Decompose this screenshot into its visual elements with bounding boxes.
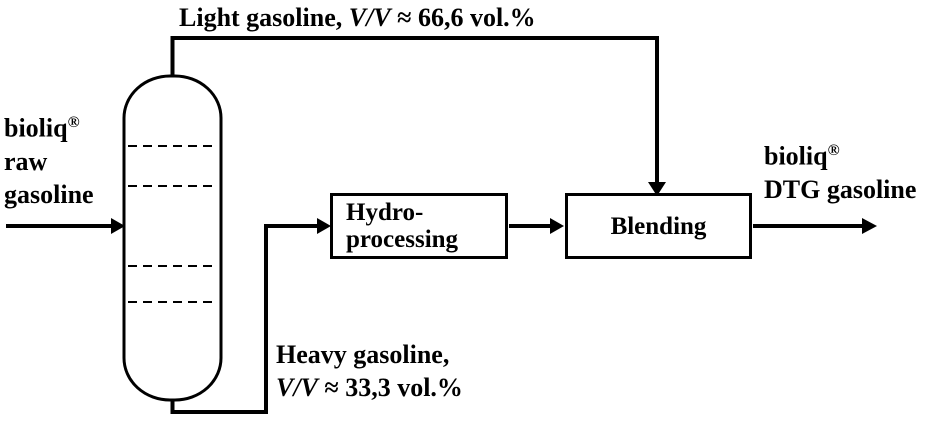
product-name-line: bioliq® xyxy=(764,134,916,173)
registered-trademark-icon: ® xyxy=(827,142,840,159)
light-gasoline-pipe xyxy=(170,36,659,186)
hydroprocessing-box: Hydro- processing xyxy=(330,193,508,259)
heavy-gasoline-label: Heavy gasoline, V/V ≈ 33,3 vol.% xyxy=(276,338,463,404)
heavy-gasoline-line2: V/V ≈ 33,3 vol.% xyxy=(276,371,463,404)
heavy-gasoline-vv-ratio: V/V xyxy=(276,373,318,402)
product-name: bioliq xyxy=(764,141,828,171)
blending-box: Blending xyxy=(565,193,752,259)
light-gasoline-label: Light gasoline, V/V ≈ 66,6 vol.% xyxy=(179,1,536,34)
product-line2: DTG gasoline xyxy=(764,174,917,204)
product-label: bioliq® DTG gasoline xyxy=(764,134,916,206)
distillation-column xyxy=(122,74,223,402)
registered-trademark-icon: ® xyxy=(67,114,80,131)
heavy-gasoline-line1: Heavy gasoline, xyxy=(276,340,450,369)
feed-label: bioliq® raw gasoline xyxy=(4,106,94,211)
light-gasoline-value: ≈ 66,6 vol.% xyxy=(390,3,536,32)
heavy-gasoline-value: ≈ 33,3 vol.% xyxy=(317,373,463,402)
light-gasoline-vv-ratio: V/V xyxy=(348,3,391,32)
feed-line3: gasoline xyxy=(4,179,94,209)
arrowhead-into-blending-left-icon xyxy=(550,218,564,234)
arrowhead-product-icon xyxy=(862,218,877,234)
light-gasoline-prefix: Light gasoline, xyxy=(179,3,349,32)
arrowhead-into-hydroprocessing-icon xyxy=(317,218,331,234)
feed-line2: raw xyxy=(4,146,48,176)
hydroprocessing-label-line2: processing xyxy=(346,226,459,253)
arrowhead-into-blending-top-icon xyxy=(648,182,666,196)
arrowhead-into-column-icon xyxy=(111,218,125,234)
blending-label: Blending xyxy=(610,212,707,240)
feed-name: bioliq xyxy=(4,113,68,143)
hydroprocessing-label-line1: Hydro- xyxy=(346,199,424,226)
heavy-gasoline-pipe xyxy=(170,224,318,414)
feed-name-line: bioliq® xyxy=(4,106,94,145)
